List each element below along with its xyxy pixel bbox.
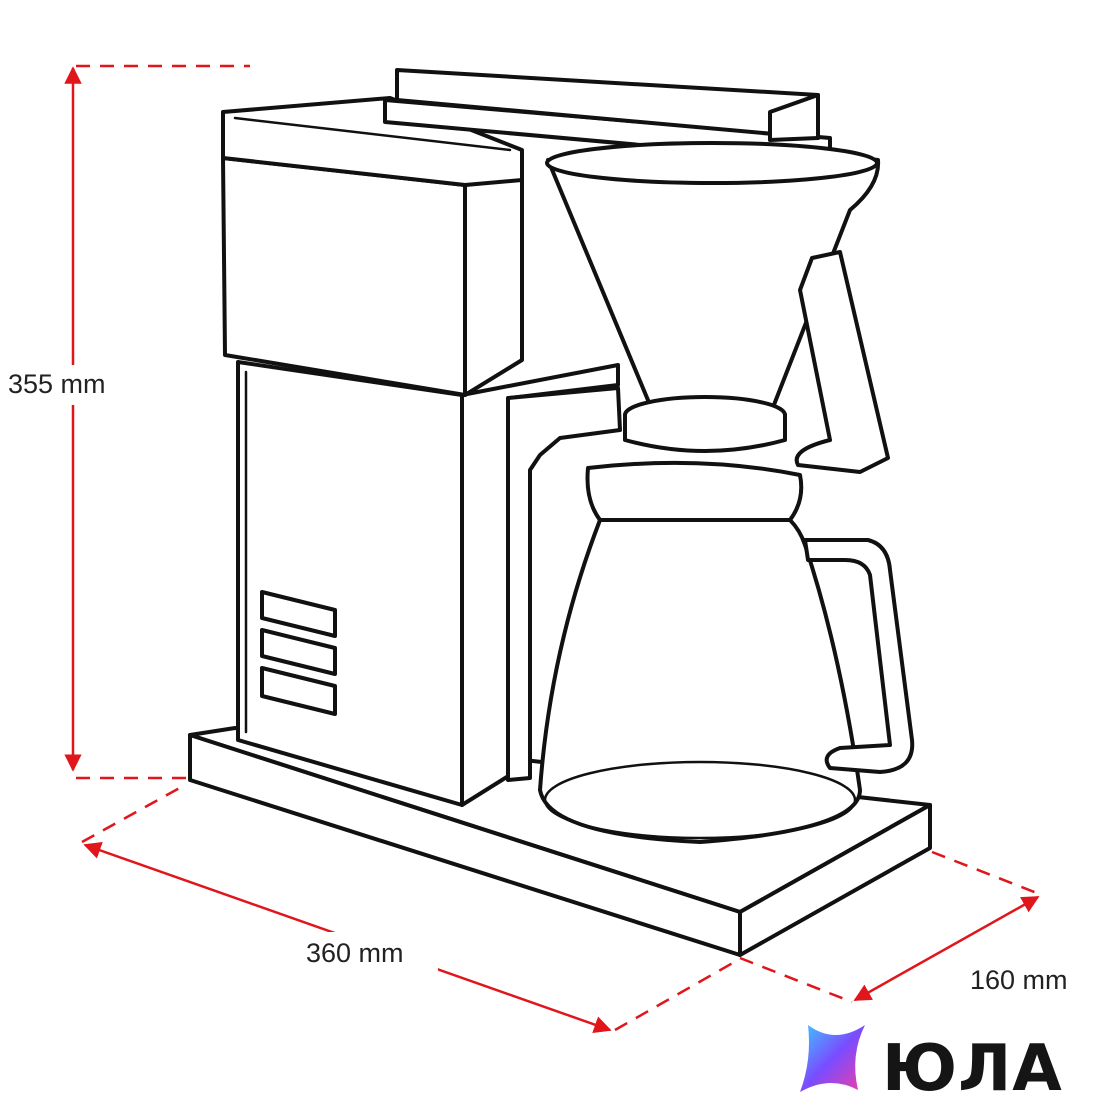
- width-label: 360 mm: [306, 938, 404, 968]
- height-dimension: 355 mm: [5, 64, 250, 780]
- carafe: [538, 460, 915, 844]
- depth-label: 160 mm: [970, 965, 1068, 995]
- control-vents: [260, 590, 337, 716]
- filter-arm: [794, 250, 890, 474]
- brand-name: ЮЛА: [882, 1032, 1063, 1100]
- filter-funnel: [545, 141, 881, 453]
- brand-logo: ЮЛА: [800, 1025, 1063, 1100]
- width-dimension: 360 mm: [81, 783, 739, 1034]
- carafe-bay: [506, 386, 622, 782]
- water-tank: [221, 96, 524, 397]
- height-label: 355 mm: [8, 369, 106, 399]
- yula-gradient-star-icon: [800, 1025, 865, 1092]
- depth-dimension: 160 mm: [739, 850, 1068, 1004]
